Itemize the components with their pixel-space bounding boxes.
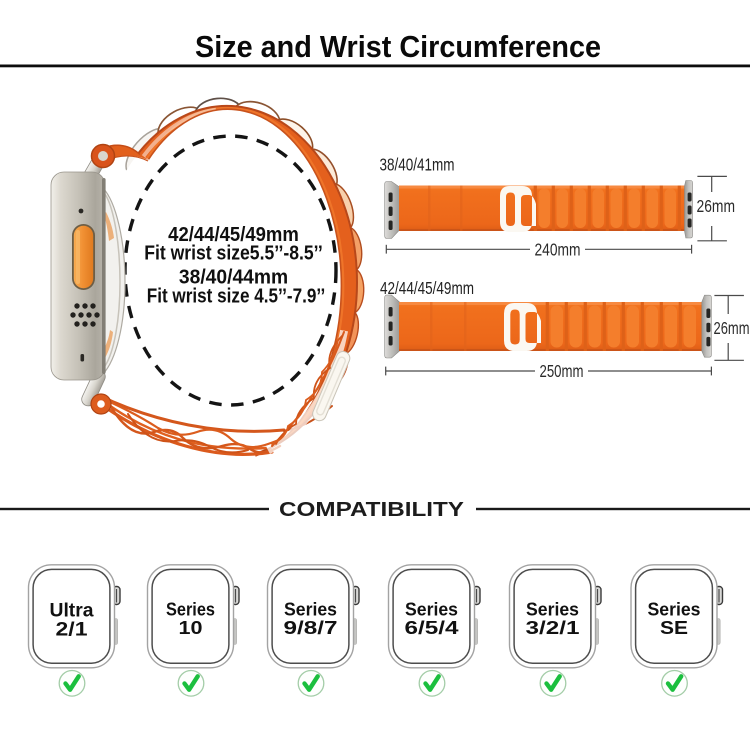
svg-text:Series: Series <box>284 600 337 620</box>
svg-text:10: 10 <box>179 618 203 638</box>
svg-text:240mm: 240mm <box>535 239 581 259</box>
svg-text:SE: SE <box>660 618 688 638</box>
svg-text:38/40/44mm: 38/40/44mm <box>179 266 288 288</box>
svg-text:6/5/4: 6/5/4 <box>405 618 459 638</box>
svg-text:2/1: 2/1 <box>56 620 89 641</box>
svg-text:9/8/7: 9/8/7 <box>284 618 338 638</box>
svg-text:Series: Series <box>526 600 579 620</box>
svg-text:Size and Wrist Circumference: Size and Wrist Circumference <box>195 30 601 64</box>
svg-text:Series: Series <box>648 600 701 620</box>
svg-text:Fit wrist size5.5’’-8.5’’: Fit wrist size5.5’’-8.5’’ <box>144 241 323 263</box>
svg-text:Series: Series <box>166 600 215 620</box>
svg-text:Ultra: Ultra <box>50 601 94 622</box>
svg-text:COMPATIBILITY: COMPATIBILITY <box>279 498 464 521</box>
svg-text:42/44/45/49mm: 42/44/45/49mm <box>168 224 299 246</box>
svg-text:38/40/41mm: 38/40/41mm <box>380 155 455 175</box>
svg-text:3/2/1: 3/2/1 <box>526 618 580 638</box>
svg-text:26mm: 26mm <box>697 196 736 216</box>
svg-text:Series: Series <box>405 600 458 620</box>
svg-text:250mm: 250mm <box>540 361 584 381</box>
svg-text:Fit wrist size 4.5’’-7.9’’: Fit wrist size 4.5’’-7.9’’ <box>147 284 326 307</box>
svg-text:26mm: 26mm <box>714 318 750 338</box>
svg-text:42/44/45/49mm: 42/44/45/49mm <box>380 278 474 298</box>
